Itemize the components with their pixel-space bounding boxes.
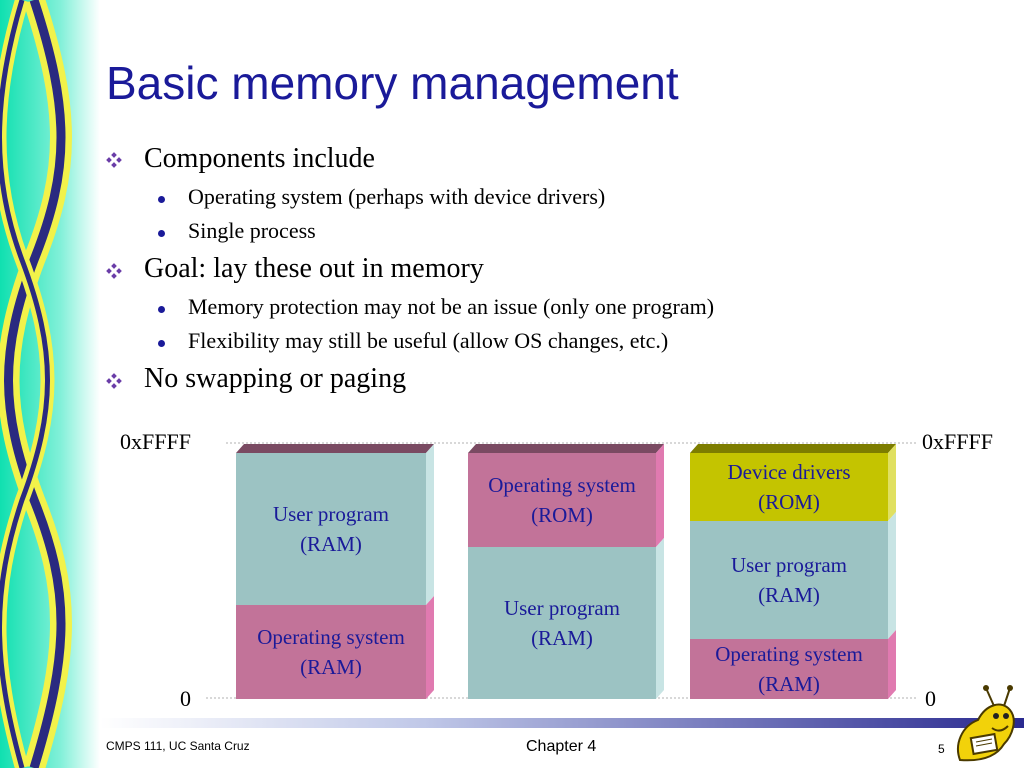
bullet-goal: Goal: lay these out in memory: [144, 253, 484, 284]
subbullet-flexibility: Flexibility may still be useful (allow O…: [188, 328, 669, 353]
bullet-no-swapping: No swapping or paging: [144, 363, 407, 394]
diamond-cluster-icon: [106, 373, 122, 389]
address-top-right: 0xFFFF: [922, 429, 993, 454]
block-operating-system-rom: Operating system (ROM): [488, 473, 636, 527]
block-user-program-ram: User program (RAM): [730, 553, 848, 607]
dot-icon: [158, 340, 165, 347]
dot-icon: [158, 196, 165, 203]
diamond-cluster-icon: [106, 152, 122, 168]
block-operating-system-ram: Operating system (RAM): [715, 642, 863, 696]
diamond-cluster-icon: [106, 263, 122, 279]
subbullet-single-process: Single process: [188, 218, 316, 243]
block-user-program-ram: User program (RAM): [272, 502, 390, 556]
subbullet-protection: Memory protection may not be an issue (o…: [188, 294, 715, 319]
block-operating-system-ram: Operating system (RAM): [257, 625, 405, 679]
dot-icon: [158, 230, 165, 237]
address-bottom-right: 0: [925, 686, 936, 711]
page-number: 5: [938, 742, 945, 756]
banana-slug-mascot-icon: [957, 685, 1015, 762]
bullet-components: Components include: [144, 143, 375, 174]
block-user-program-ram: User program (RAM): [503, 596, 621, 650]
decorative-wave-border: [0, 0, 100, 768]
slide-title: Basic memory management: [106, 57, 679, 109]
address-top-left: 0xFFFF: [120, 429, 191, 454]
footer-chapter: Chapter 4: [526, 738, 597, 755]
dot-icon: [158, 306, 165, 313]
subbullet-os: Operating system (perhaps with device dr…: [188, 184, 606, 209]
footer-course: CMPS 111, UC Santa Cruz: [106, 739, 250, 753]
footer-divider: [100, 718, 1024, 728]
block-device-drivers-rom: Device drivers (ROM): [727, 460, 851, 514]
address-bottom-left: 0: [180, 686, 191, 711]
